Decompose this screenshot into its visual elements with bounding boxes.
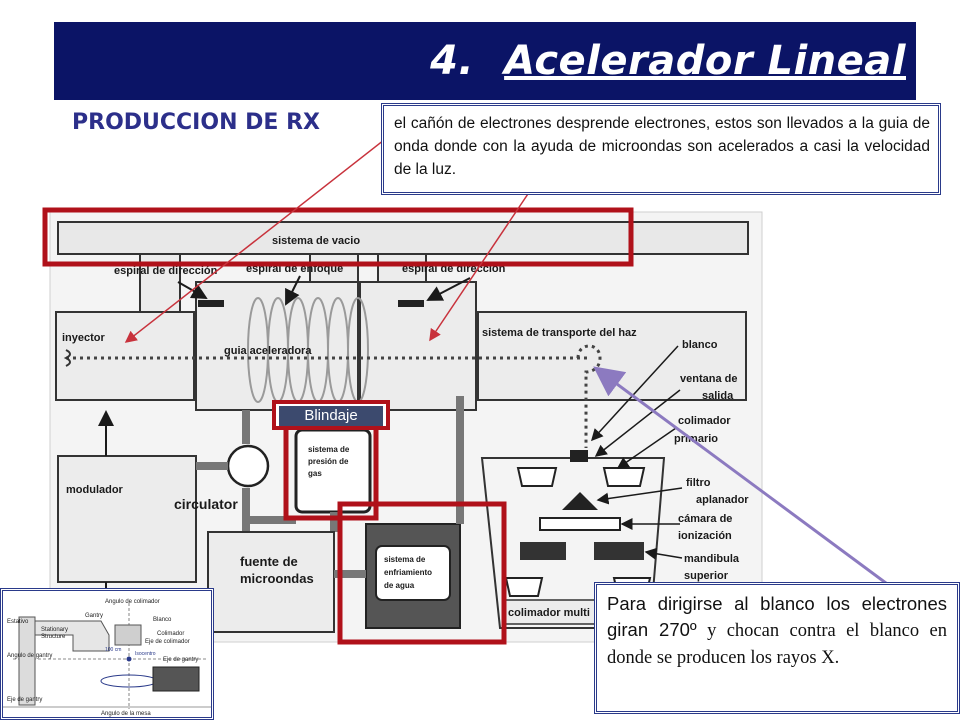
connector-mid [309, 253, 359, 283]
title-name: Acelerador Lineal [504, 38, 906, 84]
steering-coil-left [198, 300, 224, 307]
inset-stand: Estativo [7, 619, 29, 625]
steering-coil-right [398, 300, 424, 307]
lower-jaw-left [504, 577, 544, 597]
gantry-inset: Angulo de colimador Estativo Gantry Stat… [0, 588, 214, 720]
inset-gantry-angle: Angulo de gantry [7, 653, 52, 659]
inset-gantry-axis-2: Eje de gantry [7, 697, 42, 703]
highlight-cooling [337, 501, 507, 645]
primary-collimator-left [516, 467, 558, 487]
title-bar: 4. Acelerador Lineal [54, 22, 916, 100]
pointer-target [590, 345, 679, 442]
inset-stationary-2: Structure [41, 634, 66, 640]
label-chamber-2: ionización [678, 530, 732, 542]
label-pressure-1: sistema de [308, 445, 350, 454]
label-guide: guia aceleradora [224, 345, 312, 357]
inset-table-angle: Angulo de la mesa [101, 711, 151, 717]
bottom-note-serif: y chocan contra el blanco en donde se pr… [607, 621, 947, 668]
highlight-vacuum [42, 207, 634, 267]
label-cooling-3: de agua [384, 581, 415, 590]
circulator-symbol [226, 444, 270, 488]
label-chamber-1: cámara de [678, 513, 732, 525]
shield-label: Blindaje [279, 406, 383, 426]
bottom-note-sans: Para dirigirse al blanco los electrones … [607, 593, 947, 640]
label-filter-1: filtro [686, 477, 711, 489]
circulator-pipe [196, 410, 250, 532]
gantry-inset-drawing: Angulo de colimador Estativo Gantry Stat… [3, 599, 211, 717]
inset-collimator-angle: Angulo de colimador [105, 599, 160, 605]
target-block [570, 450, 588, 462]
label-steer-left: espiral de dirección [114, 265, 218, 277]
label-transport: sistema de transporte del haz [482, 327, 637, 339]
bottom-note: Para dirigirse al blanco los electrones … [594, 582, 960, 714]
section-subtitle: PRODUCCION DE RX [72, 110, 320, 135]
connector-right [377, 253, 427, 283]
inset-gantry: Gantry [85, 613, 103, 619]
flattening-filter [562, 492, 598, 510]
label-target: blanco [682, 339, 718, 351]
shield-label-frame: Blindaje [272, 400, 390, 430]
label-modulator: modulador [66, 484, 124, 496]
label-window-1: ventana de [680, 373, 737, 385]
arrow-focus [285, 275, 301, 306]
injector-coil [63, 349, 71, 367]
transport-block [477, 311, 747, 401]
injector-block [55, 311, 195, 401]
ionization-chamber [539, 517, 621, 531]
label-circulator: circulator [174, 496, 238, 512]
inset-collimator: Colimador [157, 631, 184, 637]
label-cooling-2: enfriamiento [384, 568, 432, 577]
microwave-source-box [207, 531, 335, 633]
note-arrow-target [593, 366, 891, 588]
beam-bend [576, 344, 602, 448]
pointer-window [594, 389, 681, 457]
top-note: el cañón de electrones desprende electro… [381, 103, 941, 195]
label-microwave-2: microondas [240, 571, 314, 586]
primary-collimator-right [602, 467, 646, 487]
modulator-box [57, 455, 197, 583]
inset-target: Blanco [153, 617, 172, 623]
inset-stationary-1: Stationary [41, 627, 68, 633]
label-jaw-1: mandibula [684, 553, 740, 565]
label-window-2: salida [702, 390, 734, 402]
title-number: 4. [430, 38, 475, 84]
label-jaw-2: superior [684, 570, 729, 582]
label-injector: inyector [62, 332, 106, 344]
jaw-right [594, 542, 644, 560]
slide-title: 4. Acelerador Lineal [430, 38, 906, 84]
pointer-collimator [616, 427, 677, 469]
pointer-jaw [644, 547, 683, 560]
vacuum-rail [57, 221, 749, 255]
inset-collimator-axis: Eje de colimador [145, 639, 190, 645]
inset-gantry-axis: Eje de gantry [163, 657, 198, 663]
label-pressure-3: gas [308, 469, 322, 478]
cooling-inner [375, 545, 451, 601]
label-pressure-2: presión de [308, 457, 349, 466]
inset-isocenter: Isocentro [135, 651, 156, 657]
inset-distance: 100 cm [105, 647, 121, 653]
pointer-filter [596, 487, 683, 505]
label-filter-2: aplanador [696, 494, 749, 506]
note-arrow-guide [429, 175, 541, 342]
arrow-steer-right [426, 277, 471, 301]
label-multileaf: colimador multi [508, 607, 590, 619]
label-microwave-1: fuente de [240, 554, 298, 569]
label-collimator-1: colimador [678, 415, 731, 427]
label-cooling-1: sistema de [384, 555, 426, 564]
label-vacuum: sistema de vacio [272, 235, 360, 247]
jaw-left [520, 542, 566, 560]
note-arrow-injector [124, 139, 385, 343]
